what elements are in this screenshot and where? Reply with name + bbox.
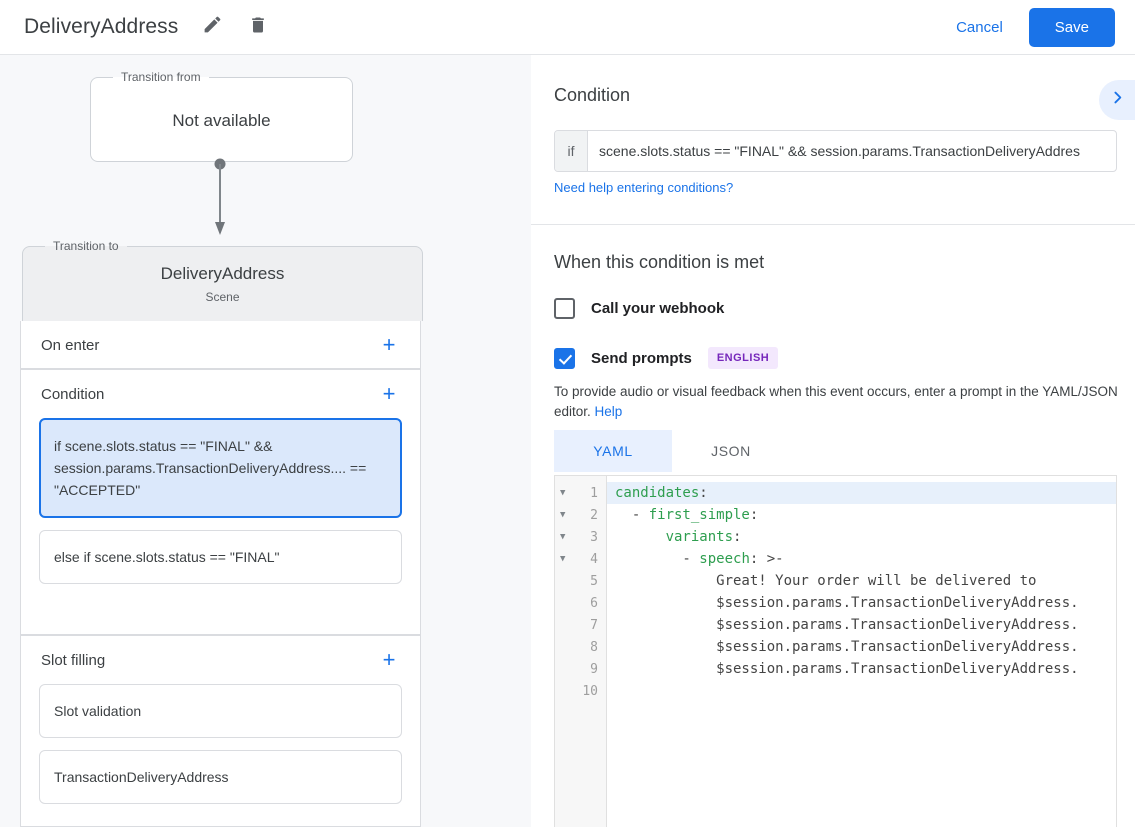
call-webhook-checkbox[interactable] (554, 298, 575, 319)
chevron-right-icon (1109, 89, 1126, 111)
top-app-bar: DeliveryAddress Cancel Save (0, 0, 1135, 55)
editor-line-number: ▼4 (555, 548, 606, 570)
cancel-button[interactable]: Cancel (942, 10, 1017, 45)
add-slot-filling-button[interactable]: + (382, 647, 396, 672)
save-button[interactable]: Save (1028, 7, 1115, 47)
tab-yaml[interactable]: YAML (554, 430, 672, 472)
prompts-help-link[interactable]: Help (594, 404, 623, 419)
editor-line-number: ▼1 (555, 482, 606, 504)
editor-code-line: $session.params.TransactionDeliveryAddre… (615, 639, 1079, 655)
section-divider (531, 224, 1135, 225)
editor-code-line: - first_simple: (615, 507, 759, 523)
editor-code-line: - speech: >- (615, 551, 784, 567)
fold-toggle-icon[interactable]: ▼ (560, 554, 566, 564)
editor-code-line: $session.params.TransactionDeliveryAddre… (615, 617, 1079, 633)
left-panel: Transition from Not available Transition… (0, 55, 531, 827)
pencil-icon (202, 14, 223, 40)
transition-connector-arrow (214, 158, 226, 235)
add-condition-button[interactable]: + (382, 381, 396, 406)
send-prompts-checkbox[interactable] (554, 347, 575, 369)
transition-from-value: Not available (172, 110, 271, 130)
transition-from-legend: Transition from (121, 70, 201, 84)
editor-line-number: ▼3 (555, 526, 606, 548)
editor-code-line: $session.params.TransactionDeliveryAddre… (615, 661, 1079, 677)
prompts-hint-text: To provide audio or visual feedback when… (554, 384, 1118, 419)
editor-gutter: ▼1▼2▼3▼4 5 6 7 8 9 10 (555, 476, 607, 827)
fold-toggle-icon[interactable]: ▼ (560, 510, 566, 520)
edit-button[interactable] (194, 9, 230, 45)
slot-validation-item[interactable]: Slot validation (39, 684, 402, 738)
condition-heading: Condition (554, 85, 631, 105)
editor-line-number: ▼2 (555, 504, 606, 526)
when-condition-met-heading: When this condition is met (554, 252, 765, 272)
code-editor[interactable]: ▼1▼2▼3▼4 5 6 7 8 9 10 candidates: - first_simp… (554, 475, 1117, 827)
transition-to-card: Transition to DeliveryAddress Scene (22, 239, 423, 321)
section-on-enter: On enter + (20, 321, 421, 369)
editor-code-area[interactable]: candidates: - first_simple: variants: - … (607, 476, 1116, 827)
section-title-slot-filling: Slot filling (41, 651, 106, 669)
editor-line-number: 9 (590, 661, 598, 677)
editor-format-tabs: YAML JSON (554, 430, 790, 472)
if-label: if (555, 131, 588, 171)
editor-line-number: 5 (590, 573, 598, 589)
language-badge: ENGLISH (707, 347, 779, 369)
tab-json[interactable]: JSON (711, 443, 751, 459)
editor-code-line: candidates: (607, 482, 1116, 504)
editor-line-number: 10 (582, 683, 598, 699)
call-webhook-label: Call your webhook (591, 300, 725, 317)
condition-input-row: if (554, 130, 1117, 172)
condition-input[interactable] (588, 131, 1116, 171)
transition-to-scene-type: Scene (205, 289, 240, 304)
editor-code-line: Great! Your order will be delivered to (615, 573, 1037, 589)
topbar-actions: Cancel Save (942, 7, 1115, 47)
transition-to-legend: Transition to (53, 239, 119, 253)
call-webhook-row: Call your webhook (554, 298, 724, 319)
prompts-hint: To provide audio or visual feedback when… (554, 382, 1120, 422)
slot-item-transaction-delivery-address[interactable]: TransactionDeliveryAddress (39, 750, 402, 804)
editor-code-line: variants: (665, 529, 742, 545)
editor-line-number: 8 (590, 639, 598, 655)
collapse-panel-button[interactable] (1099, 80, 1135, 120)
section-title-on-enter: On enter (41, 336, 100, 354)
section-slot-filling: Slot filling + Slot validation Transacti… (20, 635, 421, 827)
fold-toggle-icon[interactable]: ▼ (560, 532, 566, 542)
send-prompts-row: Send prompts ENGLISH (554, 347, 779, 369)
delete-button[interactable] (240, 9, 276, 45)
transition-to-scene-name: DeliveryAddress (160, 263, 285, 283)
trash-icon (248, 15, 268, 40)
fold-toggle-icon[interactable]: ▼ (560, 488, 566, 498)
editor-code-line (607, 680, 1116, 702)
condition-item-selected[interactable]: if scene.slots.status == "FINAL" && sess… (39, 418, 402, 518)
section-condition: Condition + if scene.slots.status == "FI… (20, 369, 421, 635)
page-title: DeliveryAddress (24, 15, 179, 38)
editor-line-number: 6 (590, 595, 598, 611)
condition-item[interactable]: else if scene.slots.status == "FINAL" (39, 530, 402, 584)
section-title-condition: Condition (41, 385, 105, 403)
editor-code-line: $session.params.TransactionDeliveryAddre… (615, 595, 1079, 611)
transition-from-card: Transition from Not available (90, 70, 353, 162)
editor-line-number: 7 (590, 617, 598, 633)
send-prompts-label: Send prompts (591, 349, 692, 367)
condition-help-link[interactable]: Need help entering conditions? (554, 180, 734, 195)
right-panel: Condition if Need help entering conditio… (531, 55, 1135, 827)
add-on-enter-button[interactable]: + (382, 332, 396, 357)
